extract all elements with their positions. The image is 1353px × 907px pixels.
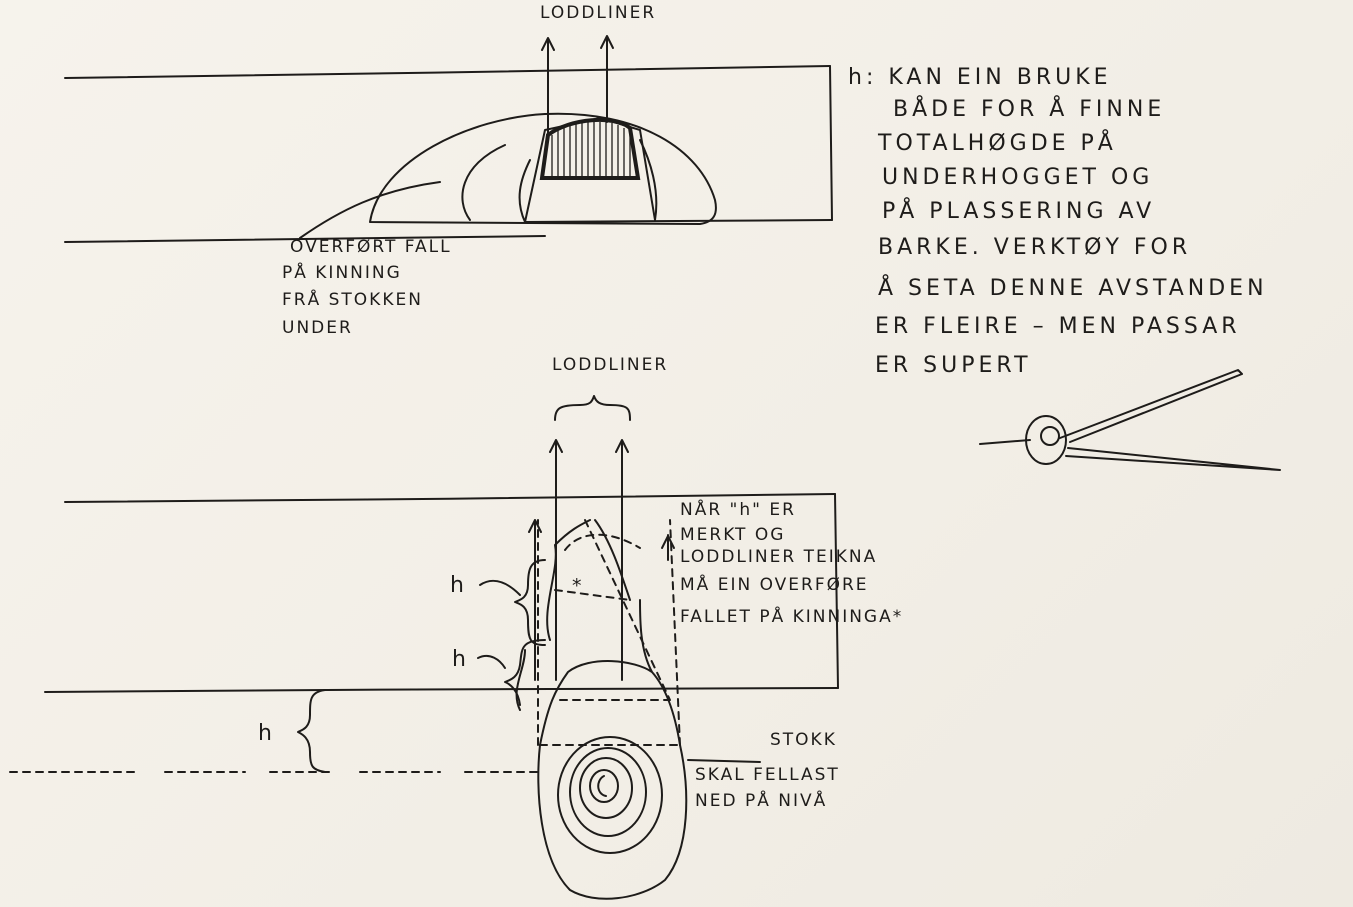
instruction-line: FALLET PÅ KINNINGA*: [680, 605, 903, 627]
plumb-line-arrow-left: [541, 37, 555, 136]
h-brace-lower: [297, 689, 326, 773]
side-note-line: UNDERHOGGET OG: [882, 165, 1153, 190]
top-log-inner-edge: [524, 219, 833, 223]
compass-icon: [979, 369, 1281, 471]
bottom-plumb-lines-label: LODDLINER: [552, 355, 668, 375]
plumb-lines-brace: [554, 395, 631, 421]
instruction-line: LODDLINER TEIKNA: [680, 547, 877, 567]
side-note-line: BARKE. VERKTØY FOR: [878, 235, 1191, 260]
top-log-lower-edge: [64, 235, 546, 243]
upper-arrow-small: [528, 519, 542, 681]
transfer-note-line: OVERFØRT FALL: [290, 237, 452, 257]
instruction-line: NÅR "h" ER: [680, 498, 796, 520]
transfer-note-line: FRÅ STOKKEN: [282, 288, 423, 310]
transfer-note-line: UNDER: [282, 318, 353, 338]
h-label: h: [258, 721, 276, 746]
h-label: h: [450, 573, 468, 598]
plumb-line-arrow-right: [615, 439, 629, 681]
top-log-right-end: [829, 65, 833, 221]
h-pointer-upper: [479, 579, 521, 596]
projection-lines: [537, 519, 681, 746]
h-brace-upper: [514, 559, 546, 646]
upper-log-right-end: [834, 493, 839, 689]
side-note-line: Å SETA DENNE AVSTANDEN: [878, 274, 1268, 301]
upper-log-bottom-edge: [44, 687, 839, 693]
side-note: h: KAN EIN BRUKE BÅDE FOR Å FINNE TOTALH…: [848, 65, 1268, 378]
asterisk-marker: *: [572, 575, 585, 597]
upper-log-top-edge: [64, 493, 836, 503]
top-plumb-lines-label: LODDLINER: [540, 3, 656, 23]
instruction-line: MERKT OG: [680, 525, 785, 545]
side-note-line: ER SUPERT: [875, 353, 1032, 378]
top-log-sketch: LODDLINER OVERFØRT FALL PÅ KINNING FRÅ S…: [64, 3, 833, 338]
transfer-note-line: PÅ KINNING: [282, 261, 402, 283]
log-note-line: SKAL FELLAST: [695, 765, 840, 785]
plumb-line-arrow-right: [600, 35, 614, 123]
hatching: [551, 122, 631, 178]
instruction-line: MÅ EIN OVERFØRE: [680, 573, 869, 595]
side-note-line: TOTALHØGDE PÅ: [877, 129, 1117, 156]
side-note-line: BÅDE FOR Å FINNE: [893, 95, 1165, 122]
side-note-line: PÅ PLASSERING AV: [882, 197, 1155, 224]
hatched-profile: [539, 117, 641, 180]
log-label: STOKK: [770, 730, 837, 750]
log-note-line: NED PÅ NIVÅ: [695, 789, 827, 811]
h-brace-middle: [504, 639, 546, 706]
cheek-fall-outline: [515, 519, 681, 746]
top-log-upper-edge: [64, 65, 831, 79]
right-arrow-small: [661, 534, 675, 561]
h-label: h: [452, 647, 470, 672]
side-note-line: ER FLEIRE – MEN PASSAR: [875, 314, 1241, 339]
bottom-log-sketch: LODDLINER * h h h NÅR "h" ER MERKT OG LO: [9, 355, 903, 900]
h-pointer-middle: [477, 654, 506, 669]
log-cross-section: [537, 736, 688, 900]
side-note-line: h: KAN EIN BRUKE: [848, 65, 1112, 90]
log-label-pointer: [687, 759, 761, 763]
